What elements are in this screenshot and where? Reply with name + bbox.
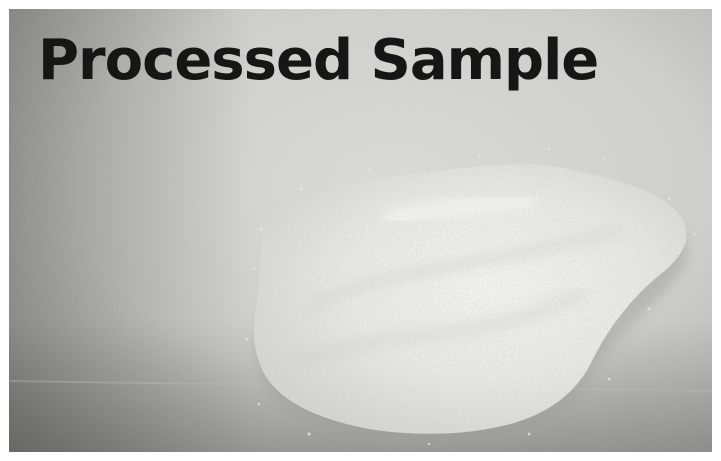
- photo-scene: [9, 9, 712, 452]
- sample-photo: Processed Sample: [9, 9, 712, 452]
- photo-caption: Processed Sample: [38, 28, 599, 93]
